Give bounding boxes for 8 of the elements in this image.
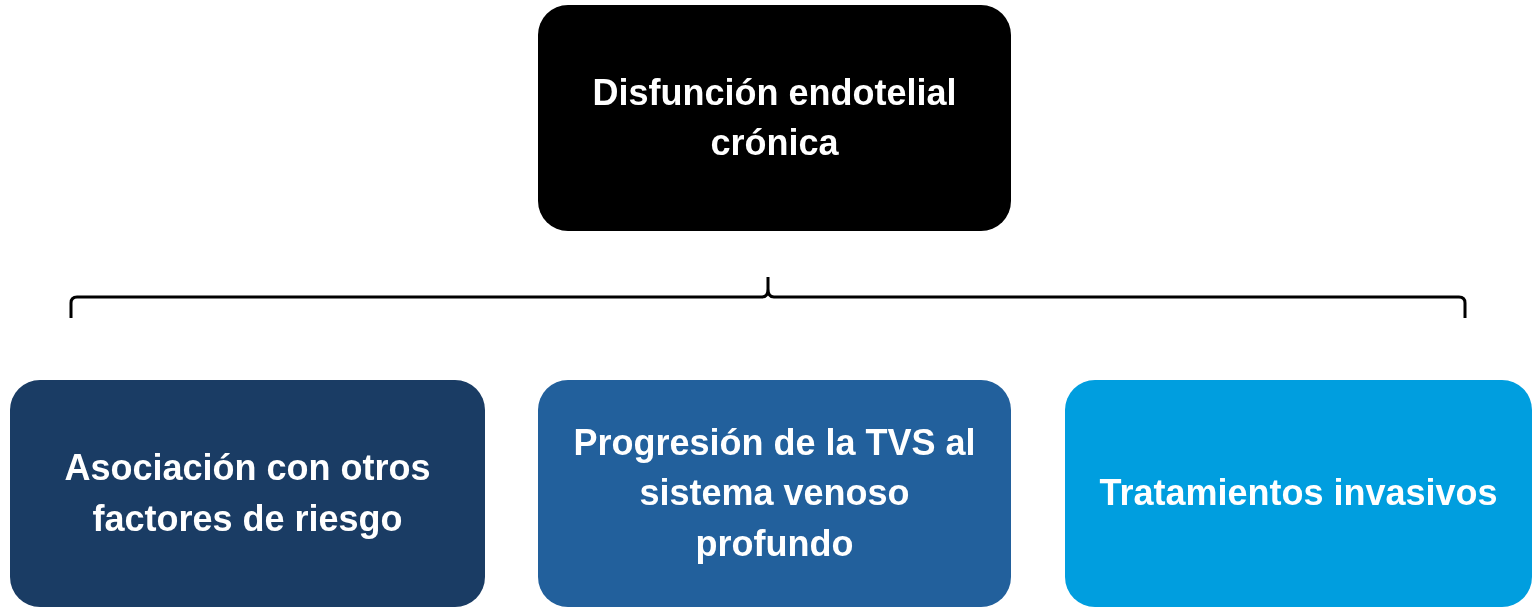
rounded-box [10, 380, 485, 607]
box-label: Asociación con otros factores de riesgo [63, 446, 432, 541]
box-label: Progresión de la TVS al sistema venoso profundo [572, 420, 977, 566]
rounded-box [538, 380, 1011, 607]
box-label: Tratamientos invasivos [1099, 471, 1498, 516]
rounded-box [1065, 380, 1532, 607]
box-label: Disfunción endotelial crónica [591, 70, 958, 165]
rounded-box [538, 5, 1011, 231]
